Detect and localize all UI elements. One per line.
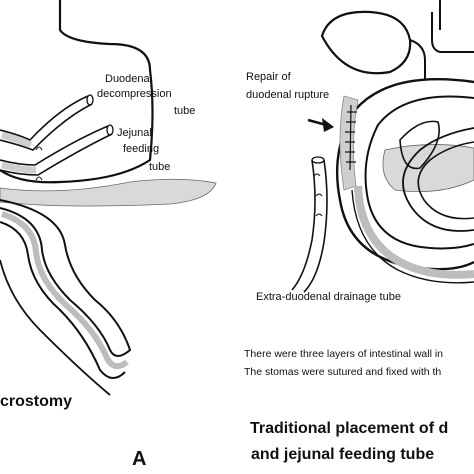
intestine-bottom: [0, 259, 111, 396]
duodenum-shade: [0, 178, 217, 207]
duodenum-lumen: [399, 120, 440, 170]
repair-label-2: duodenal rupture: [246, 89, 330, 101]
rupture-repair: [339, 95, 359, 191]
decompression-label-1: Duodenal: [105, 73, 153, 85]
gallbladder: [320, 10, 412, 75]
intestine-inner: [0, 221, 126, 379]
decompression-label-3: tube: [174, 105, 196, 117]
stomach-outline: [0, 0, 154, 184]
feeding-label-2: feeding: [123, 143, 160, 155]
decompression-tube: [0, 94, 94, 151]
repair-label-1: Repair of: [246, 71, 291, 83]
intestine-fill: [1, 211, 129, 370]
intestine-outer: [0, 199, 132, 357]
drain-curve: [354, 185, 474, 279]
tube-loop: [402, 127, 474, 232]
drainage-tube: [291, 156, 328, 293]
tube-loop-2: [417, 141, 474, 220]
feeding-label-3: tube: [149, 161, 171, 173]
bile-duct: [409, 0, 474, 80]
suture-marks: [345, 104, 357, 171]
note-line-1: There were three layers of intestinal wa…: [244, 348, 444, 360]
caption-right-line-1: Traditional placement of d: [250, 420, 449, 437]
drainage-label: Extra-duodenal drainage tube: [256, 291, 401, 303]
note-line-2: The stomas were sutured and fixed with t…: [244, 366, 442, 378]
pancreas-shade: [382, 144, 474, 193]
feeding-label-1: Jejunal: [117, 127, 152, 139]
decompression-label-2: decompression: [97, 88, 172, 100]
panel-label: A: [132, 448, 147, 470]
drain-curve-edge: [351, 189, 474, 284]
feeding-tube: [0, 124, 114, 181]
arrow-icon: [307, 118, 334, 132]
duodenum-inner: [364, 95, 474, 250]
caption-left: crostomy: [0, 393, 73, 410]
caption-right-line-2: and jejunal feeding tube: [251, 446, 435, 463]
